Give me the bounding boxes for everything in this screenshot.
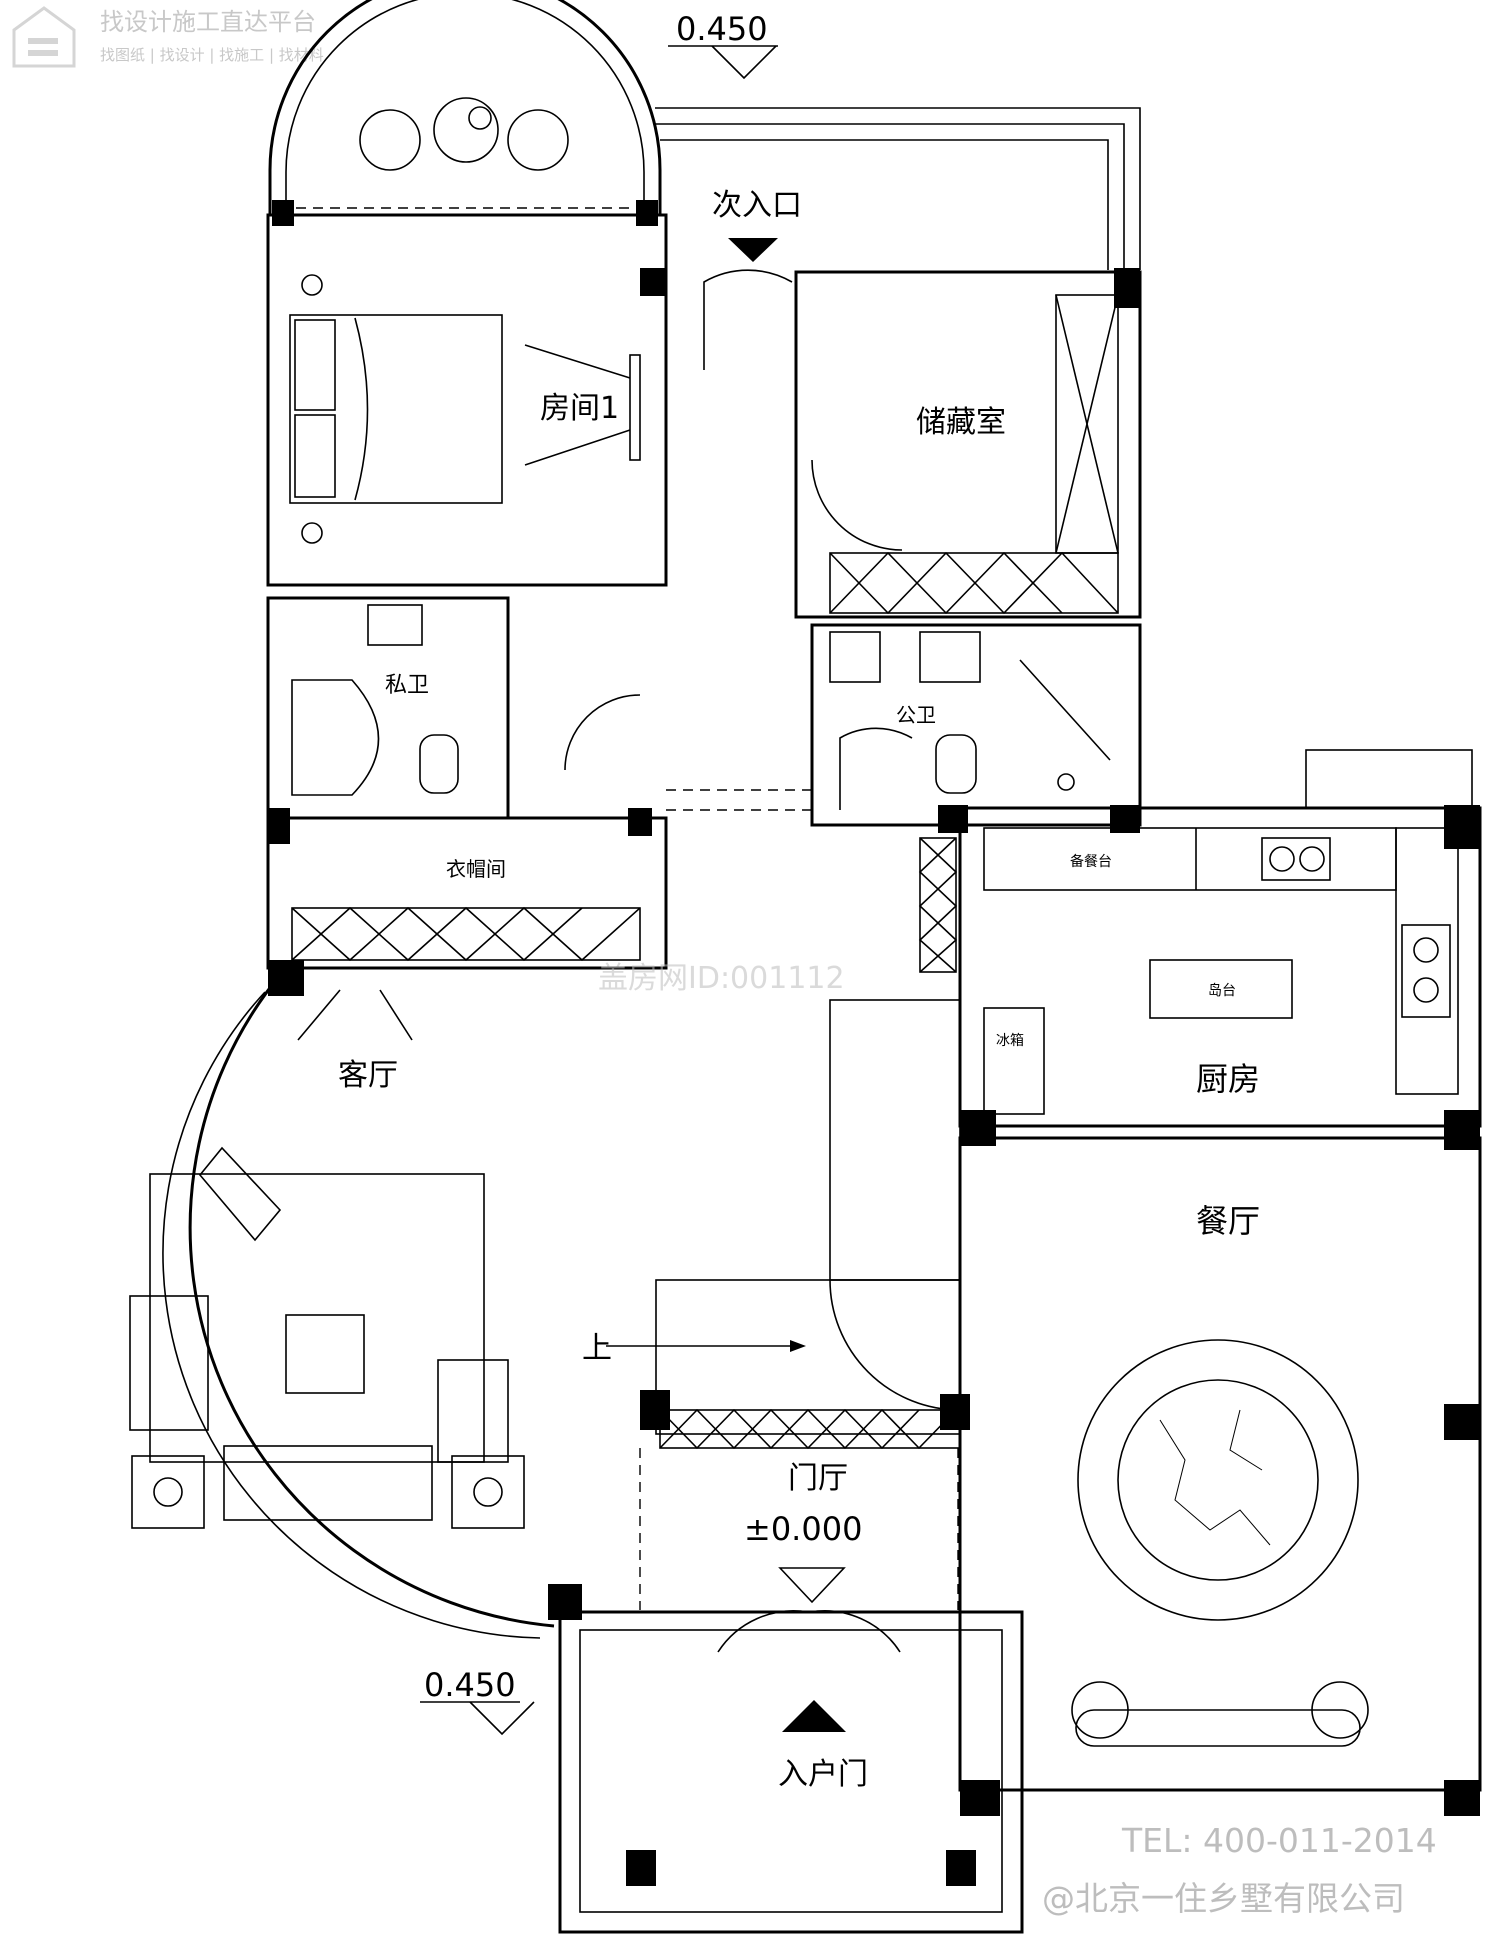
kitchen: 备餐台 岛台 冰箱 厨房 [938,749,1482,1150]
dining-room: 餐厅 [958,1136,1482,1816]
secondary-entrance: 次入口 [703,188,802,370]
top-elevation-label: 0.450 [676,10,768,48]
private-bath-label: 私卫 [385,673,429,698]
bottom-elevation-label: 0.450 [424,1666,516,1704]
kitchen-label: 厨房 [1196,1060,1260,1098]
private-bath: 私卫 [266,596,641,820]
company-watermark: @北京一住乡墅有限公司 [1042,1879,1405,1918]
room1-label: 房间1 [540,391,619,426]
staircase: 上 [582,999,970,1450]
island-label: 岛台 [1208,983,1236,999]
cloakroom: 衣帽间 [266,808,668,996]
house-logo-icon [12,6,76,68]
living-room-label: 客厅 [338,1058,398,1093]
bottom-elevation-mark: 0.450 [420,1666,535,1736]
dining-label: 餐厅 [1196,1202,1260,1240]
top-elevation-mark: 0.450 [668,10,778,80]
cloakroom-label: 衣帽间 [446,857,506,881]
prep-counter-label: 备餐台 [1070,853,1112,870]
hall-elevation-label: ±0.000 [744,1510,862,1548]
secondary-entrance-label: 次入口 [712,188,802,223]
storage-room: 储藏室 [794,268,1142,619]
platform-title: 找设计施工直达平台 [100,8,316,36]
center-watermark: 盖房网ID:001112 [598,961,845,996]
living-room: 客厅 [129,974,582,1639]
triangle-down-icon [728,238,778,262]
platform-subtitle: 找图纸 | 找设计 | 找施工 | 找材料 [100,46,324,64]
entrance-door-label: 入户门 [778,1757,868,1792]
foyer-label: 门厅 [788,1461,848,1496]
room-1: 房间1 [266,213,668,587]
public-bath-label: 公卫 [896,703,936,727]
tel-watermark: TEL: 400-011-2014 [1121,1821,1437,1860]
triangle-up-icon [782,1700,846,1732]
fridge-label: 冰箱 [996,1033,1024,1049]
public-bath: 公卫 [810,623,1142,827]
bay-window-top [268,0,662,226]
storage-label: 储藏室 [916,405,1006,440]
foyer: 门厅 ±0.000 入户门 [558,1448,1024,1934]
stair-up-label: 上 [582,1331,612,1366]
